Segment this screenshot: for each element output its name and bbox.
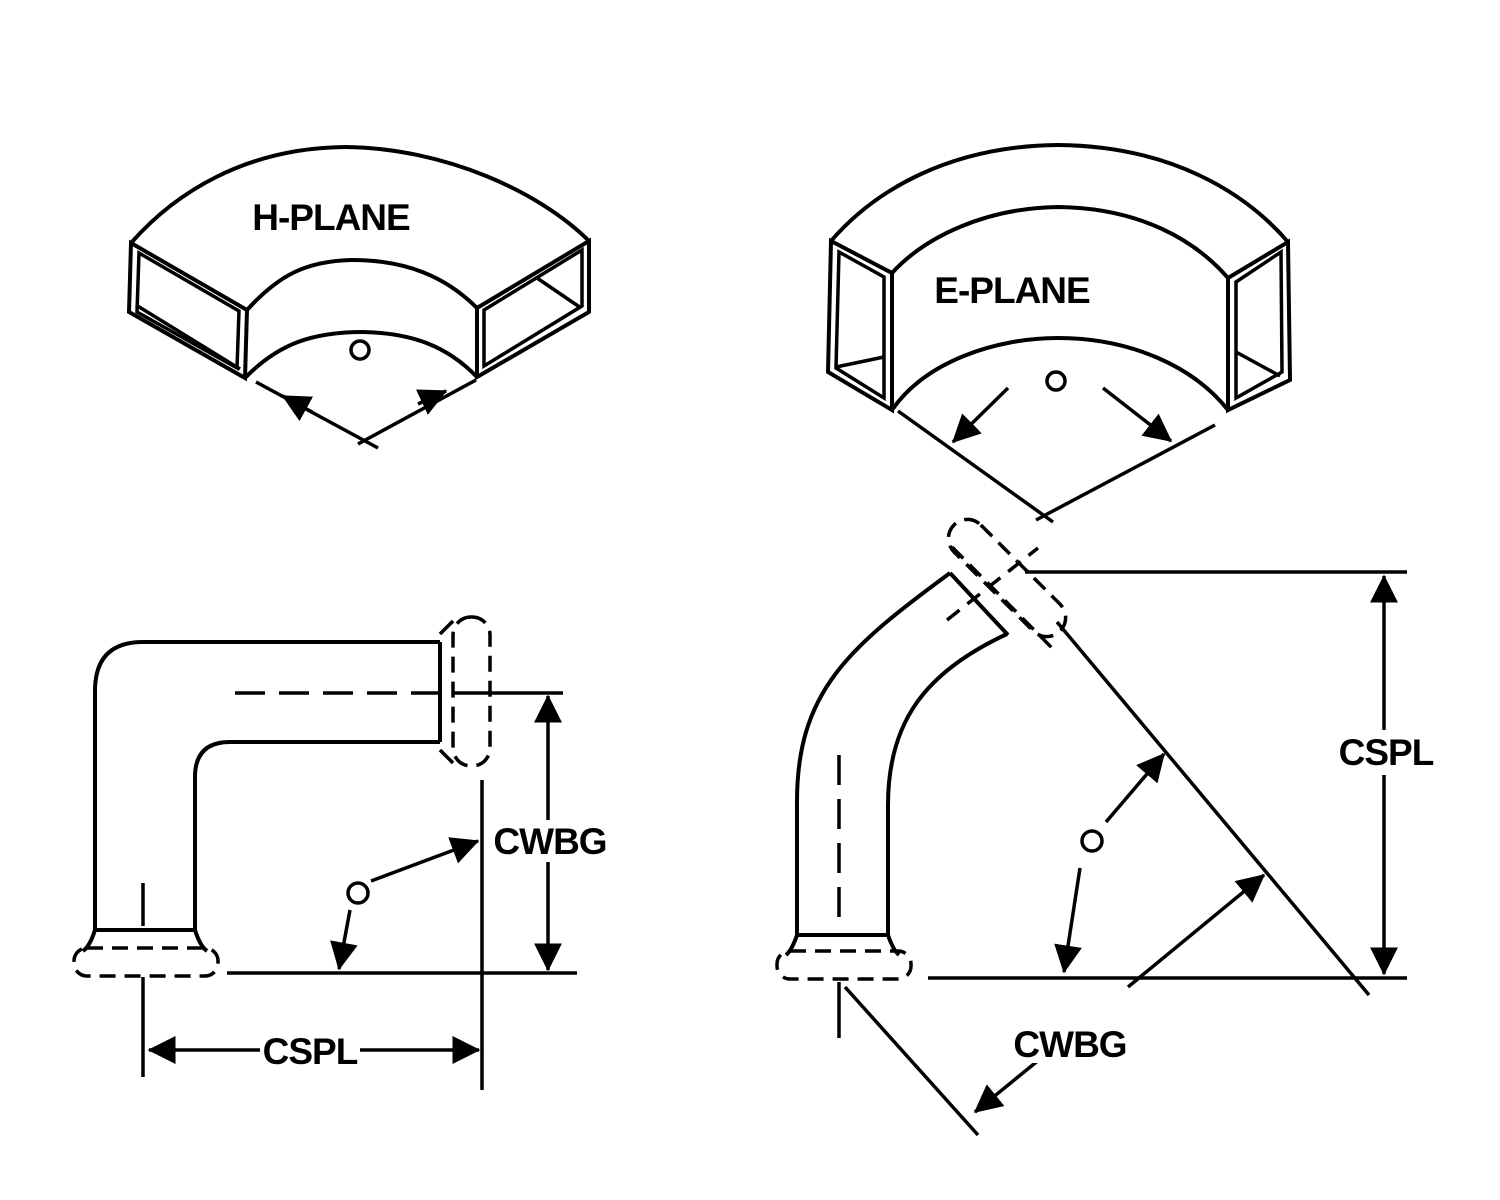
- side-cwbg-label: CWBG: [493, 821, 606, 862]
- e-plane-middle-arc: [890, 204, 1230, 280]
- e-plane-angle-arrow-right: [1101, 386, 1173, 443]
- oblique-elbow-outer-wall: [794, 571, 952, 935]
- oblique-datum-circle: [1080, 829, 1104, 853]
- e-plane-left-aperture-inner: [834, 249, 886, 402]
- oblique-bottom-flange-hidden: [775, 949, 913, 981]
- e-plane-left-aperture: [825, 237, 894, 414]
- side-flange-tick-bottom: [438, 748, 455, 765]
- oblique-bottom-flange-right-flare: [886, 934, 901, 957]
- e-plane-right-aperture-inner: [1234, 248, 1284, 401]
- oblique-cspl-label: CSPL: [1339, 732, 1434, 773]
- side-bottom-flange-left-flare: [81, 929, 97, 953]
- side-bottom-flange-hidden: [72, 946, 220, 978]
- oblique-cwbg-dimension-upper: [1126, 873, 1266, 989]
- h-plane-angle-line-right: [357, 378, 477, 446]
- h-plane-right-aperture-interior-edge: [536, 276, 582, 310]
- oblique-top-flange-hidden: [946, 517, 1068, 639]
- h-plane-outer-arc: [129, 144, 591, 245]
- oblique-cwbg-dimension-lower: [973, 1057, 1042, 1114]
- oblique-top-flange-face-line: [950, 545, 1054, 650]
- e-plane-datum-circle: [1045, 370, 1067, 392]
- oblique-hypotenuse-line: [1055, 620, 1371, 997]
- oblique-leader-arrow-lower: [1054, 867, 1082, 974]
- side-bottom-flange-right-flare: [193, 929, 209, 953]
- side-cspl-label-mask: [260, 1032, 360, 1070]
- h-plane-left-aperture: [126, 239, 250, 382]
- e-plane-label: E-PLANE: [934, 270, 1090, 311]
- side-elbow-inner-wall: [193, 740, 440, 930]
- oblique-elbow-end-face: [948, 571, 1010, 637]
- e-plane-inner-arc: [890, 335, 1230, 412]
- side-cspl-label: CSPL: [263, 1031, 358, 1072]
- h-plane-right-aperture: [475, 237, 591, 381]
- side-leader-arrow-lower: [330, 909, 358, 971]
- elbow-oblique-view: CSPL CWBG: [775, 517, 1436, 1137]
- e-plane-angle-line-left: [896, 409, 1055, 524]
- side-leader-arrow-upper: [370, 837, 480, 883]
- e-plane-right-aperture-interior-edge: [1235, 350, 1281, 378]
- h-plane-bend-view: H-PLANE: [126, 144, 591, 450]
- e-plane-right-aperture: [1226, 238, 1293, 414]
- e-plane-angle-arrow-left: [951, 386, 1010, 444]
- oblique-elbow-inner-wall: [886, 632, 1008, 935]
- oblique-cspl-label-mask: [1336, 733, 1436, 771]
- h-plane-left-aperture-interior-edge: [135, 303, 241, 371]
- side-cwbg-label-mask: [490, 822, 610, 860]
- oblique-flange-extension-line: [843, 985, 980, 1137]
- oblique-leader-arrow-upper: [1104, 752, 1166, 824]
- oblique-top-flange-centerline: [945, 546, 1040, 622]
- elbow-side-view: CWBG CSPL: [72, 615, 610, 1090]
- h-plane-inner-arc: [243, 329, 479, 380]
- oblique-cwbg-label-mask: [1010, 1025, 1130, 1063]
- e-plane-outer-arc: [829, 142, 1290, 244]
- h-plane-middle-arc: [245, 257, 479, 312]
- h-plane-right-aperture-inner: [482, 246, 584, 370]
- h-plane-label: H-PLANE: [252, 197, 410, 238]
- side-datum-circle: [346, 881, 370, 905]
- h-plane-left-aperture-inner: [135, 250, 241, 371]
- oblique-bottom-flange-left-flare: [784, 934, 799, 957]
- h-plane-datum-circle: [349, 339, 371, 361]
- e-plane-left-aperture-interior-edge: [835, 355, 885, 369]
- side-flange-tick-top: [438, 619, 455, 636]
- h-plane-angle-arrow-left: [281, 394, 314, 422]
- e-plane-angle-line-right: [1035, 423, 1216, 522]
- oblique-cwbg-label: CWBG: [1013, 1024, 1126, 1065]
- side-elbow-outer-wall: [93, 640, 440, 930]
- h-plane-angle-arrow-right: [415, 389, 448, 415]
- h-plane-angle-line-left: [255, 380, 379, 450]
- e-plane-bend-view: E-PLANE: [825, 142, 1293, 524]
